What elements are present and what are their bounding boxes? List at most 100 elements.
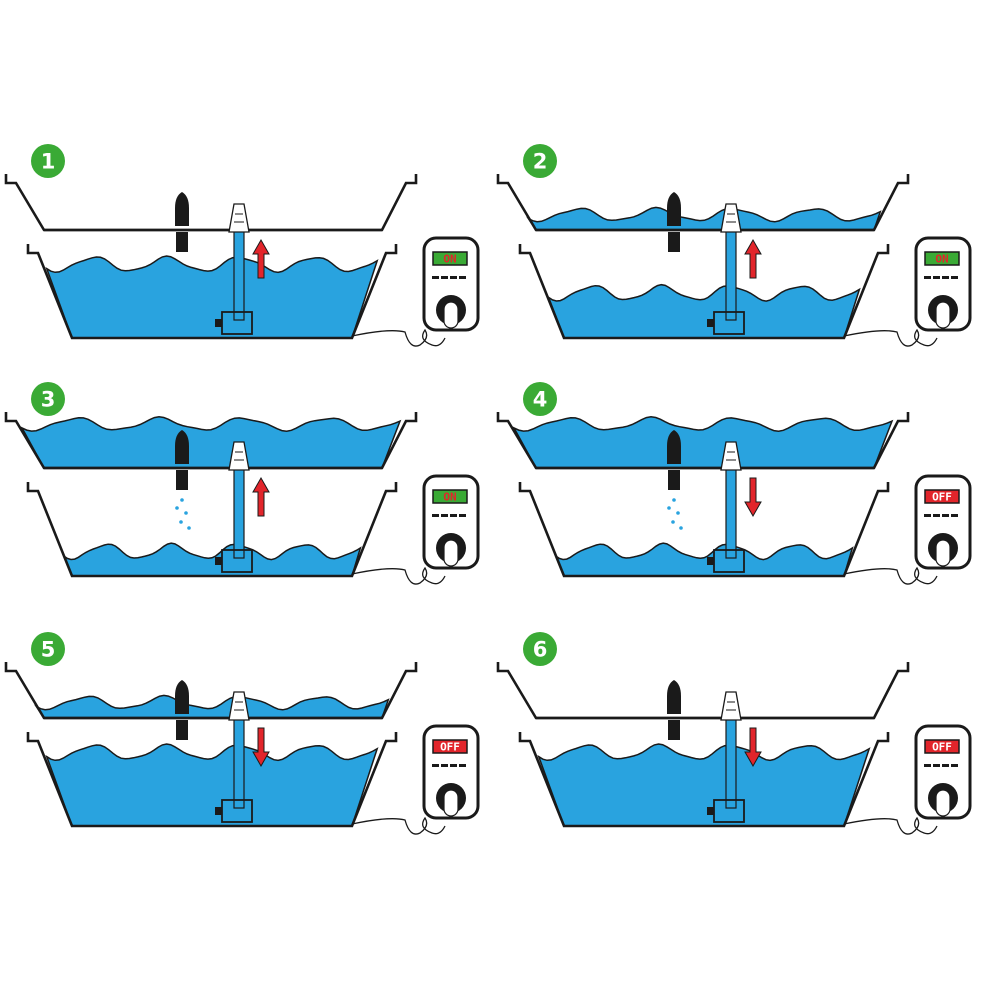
timer-key [942, 514, 949, 517]
drip-drop [672, 498, 676, 502]
timer-status: OFF [932, 491, 952, 504]
power-cable [843, 328, 938, 347]
timer-plug-icon: ON [422, 236, 480, 332]
step-badge [523, 144, 557, 178]
timer-key [942, 276, 949, 279]
timer-key [951, 514, 958, 517]
lower-tub-outline [26, 482, 398, 578]
drain-fitting [668, 720, 680, 740]
arrow-down-icon [744, 477, 762, 518]
lower-tub-water [547, 283, 861, 339]
pump-inlet [707, 319, 714, 327]
sprayer-head [720, 441, 742, 471]
plug-head [935, 301, 951, 329]
timer-key [924, 514, 931, 517]
sprayer-head [228, 691, 250, 721]
timer-key [459, 514, 466, 517]
pump-pipe [233, 223, 245, 321]
timer-key [450, 276, 457, 279]
timer-screen [924, 489, 960, 504]
timer-status: OFF [440, 741, 460, 754]
pump-inlet [215, 319, 222, 327]
pump-inlet [215, 557, 222, 565]
drip-drop [667, 506, 671, 510]
plug-head [935, 789, 951, 817]
timer-plug-icon: ON [914, 236, 972, 332]
lower-tub-outline [26, 732, 398, 828]
timer-key [441, 514, 448, 517]
timer-key [450, 764, 457, 767]
timer-key [459, 276, 466, 279]
timer-key [933, 764, 940, 767]
timer-key [459, 764, 466, 767]
float-switch-icon [667, 430, 681, 464]
step-number: 1 [41, 150, 56, 174]
timer-screen [924, 739, 960, 754]
timer-key [942, 764, 949, 767]
lower-tub-water [45, 743, 379, 827]
upper-tub-water [20, 416, 402, 469]
step-badge [523, 632, 557, 666]
timer-key [933, 514, 940, 517]
float-switch-icon [175, 192, 189, 226]
float-switch-icon [175, 430, 189, 464]
drip-drop [187, 526, 191, 530]
lower-tub-outline [518, 732, 890, 828]
timer-status: ON [443, 253, 456, 266]
drip-drop [180, 498, 184, 502]
pump-inlet [707, 557, 714, 565]
timer-plug-icon: OFF [914, 474, 972, 570]
lower-tub-water [61, 542, 362, 577]
upper-tub-outline [4, 174, 418, 232]
sprayer-head [720, 203, 742, 233]
pump-pipe [725, 711, 737, 809]
lower-tub-water [45, 255, 379, 339]
arrow-up-icon [252, 238, 270, 279]
pump-inlet [707, 807, 714, 815]
lower-tub-water [553, 542, 854, 577]
power-cable [843, 816, 938, 835]
step-number: 3 [41, 388, 56, 412]
step-badge [31, 144, 65, 178]
timer-status: OFF [932, 741, 952, 754]
timer-key [924, 764, 931, 767]
timer-plug-icon: ON [422, 474, 480, 570]
timer-key [951, 764, 958, 767]
step-badge [31, 382, 65, 416]
plug-head [443, 539, 459, 567]
lower-tub-outline [518, 482, 890, 578]
plug-head [443, 301, 459, 329]
float-switch-icon [667, 680, 681, 714]
lower-tub-outline [518, 244, 890, 340]
timer-screen [432, 251, 468, 266]
timer-screen [924, 251, 960, 266]
arrow-down-icon [252, 727, 270, 768]
drain-fitting [176, 720, 188, 740]
timer-key [924, 276, 931, 279]
drain-fitting [176, 232, 188, 252]
timer-plug-icon: OFF [422, 724, 480, 820]
timer-key [432, 276, 439, 279]
timer-plug-icon: OFF [914, 724, 972, 820]
timer-screen [432, 489, 468, 504]
float-switch-icon [667, 192, 681, 226]
drip-drop [184, 511, 188, 515]
pump-pipe [233, 711, 245, 809]
upper-tub-water [526, 206, 882, 231]
drain-fitting [668, 232, 680, 252]
power-cable [351, 328, 446, 347]
timer-key [450, 514, 457, 517]
power-cable [351, 566, 446, 585]
plug-head [935, 539, 951, 567]
step-badge [31, 632, 65, 666]
upper-tub-water [512, 416, 894, 469]
pump-inlet [215, 807, 222, 815]
lower-tub-water [537, 743, 871, 827]
step-number: 6 [533, 638, 548, 662]
drip-drop [676, 511, 680, 515]
step-number: 2 [533, 150, 548, 174]
